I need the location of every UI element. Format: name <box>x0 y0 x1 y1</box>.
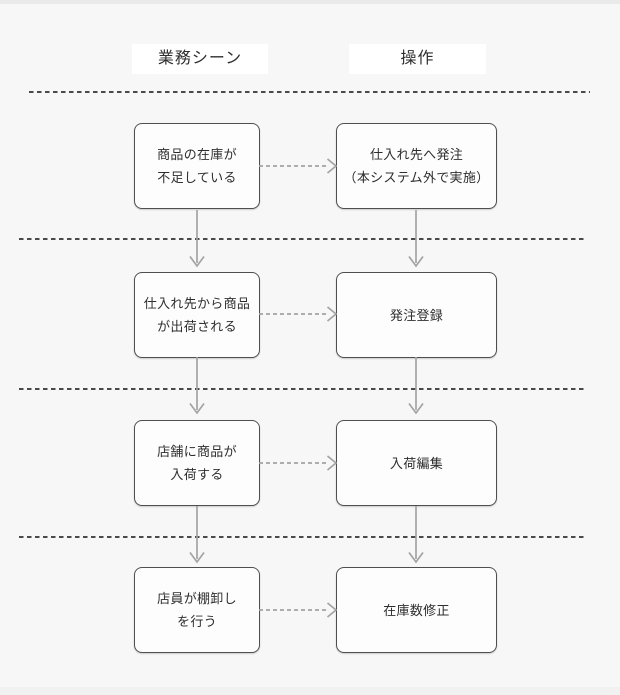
down-arrow-icon <box>189 357 205 415</box>
node-text-line: 在庫数修正 <box>383 602 450 618</box>
dashed-right-arrow-icon <box>259 455 337 471</box>
down-arrow-icon <box>189 506 205 564</box>
flow-node-scene-4: 店員が棚卸し を行う <box>134 567 260 653</box>
node-text-line: が出荷される <box>157 319 237 334</box>
flow-node-scene-3: 店舗に商品が 入荷する <box>134 420 260 506</box>
down-arrow-icon <box>189 210 205 268</box>
row-separator <box>19 238 585 240</box>
flow-node-scene-2: 仕入れ先から商品 が出荷される <box>134 272 260 358</box>
flow-node-scene-1: 商品の在庫が 不足している <box>134 123 260 209</box>
column-header-business-scene: 業務シーン <box>132 44 268 74</box>
down-arrow-icon <box>408 210 424 268</box>
flow-node-operation-2: 発注登録 <box>336 272 497 358</box>
node-text-line: 店舗に商品が <box>157 444 237 459</box>
flow-node-operation-1: 仕入れ先へ発注 （本システム外で実施） <box>336 123 497 209</box>
bottom-border-strip <box>0 687 620 695</box>
top-border-strip <box>0 0 620 4</box>
node-text-line: 不足している <box>157 170 237 185</box>
node-text-line: 発注登録 <box>389 307 444 323</box>
node-text-line: 入荷編集 <box>389 455 444 471</box>
row-separator <box>19 388 585 390</box>
dashed-right-arrow-icon <box>259 306 337 322</box>
node-text-line: 店員が棚卸し <box>157 591 237 606</box>
node-text-line: 商品の在庫が <box>157 147 237 162</box>
row-separator <box>29 91 590 93</box>
column-header-operation: 操作 <box>349 44 486 74</box>
down-arrow-icon <box>408 357 424 415</box>
node-text-line: 仕入れ先へ発注 <box>369 147 464 162</box>
flow-node-operation-3: 入荷編集 <box>336 420 497 506</box>
flow-node-operation-4: 在庫数修正 <box>336 567 497 653</box>
down-arrow-icon <box>408 506 424 564</box>
node-text-line: 仕入れ先から商品 <box>143 296 251 311</box>
row-separator <box>19 536 585 538</box>
node-text-line: 入荷する <box>170 467 224 482</box>
node-text-line: （本システム外で実施） <box>343 170 490 185</box>
node-text-line: を行う <box>177 614 217 629</box>
dashed-right-arrow-icon <box>259 602 337 618</box>
dashed-right-arrow-icon <box>259 158 337 174</box>
